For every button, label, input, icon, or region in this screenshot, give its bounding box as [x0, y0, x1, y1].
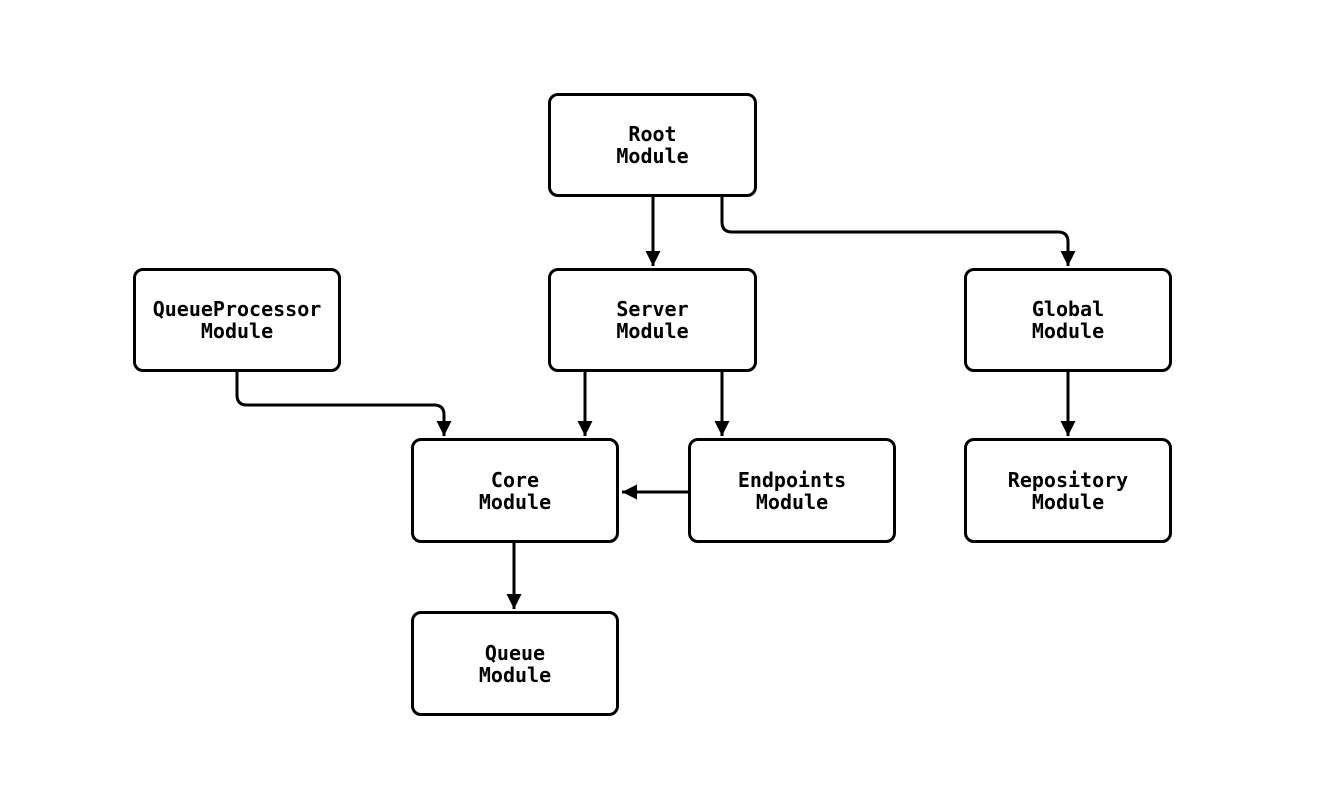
- node-label-line2: Module: [616, 319, 689, 343]
- node-endpoints-module: Endpoints Module: [688, 438, 896, 543]
- node-label-line1: Endpoints: [737, 467, 847, 492]
- node-global-module: Global Module: [964, 268, 1172, 372]
- node-server-module: Server Module: [548, 268, 757, 372]
- node-core-module: Core Module: [411, 438, 619, 543]
- node-label-line2: Module: [200, 319, 274, 343]
- edge-root-to-global: [720, 197, 1076, 266]
- node-label-line1: Global: [1031, 297, 1105, 321]
- node-repository-module: Repository Module: [964, 438, 1172, 543]
- node-label-line1: Root: [628, 122, 677, 146]
- node-label-line1: QueueProcessor: [152, 297, 322, 321]
- node-label-line1: Queue: [484, 640, 546, 665]
- node-label-line2: Module: [478, 662, 552, 687]
- node-root-module: Root Module: [548, 93, 757, 197]
- node-queueprocessor-module: QueueProcessor Module: [133, 268, 341, 372]
- node-queue-module: Queue Module: [411, 611, 619, 716]
- node-label-line1: Repository: [1007, 467, 1129, 492]
- edge-queueprocessor-to-core: [235, 372, 452, 436]
- node-label-line2: Module: [616, 144, 689, 168]
- node-label-line2: Module: [1031, 489, 1105, 514]
- node-label-line2: Module: [755, 489, 829, 514]
- node-label-line1: Server: [616, 297, 689, 321]
- node-label-line2: Module: [478, 489, 552, 514]
- node-label-line2: Module: [1031, 319, 1105, 343]
- node-label-line1: Core: [490, 467, 540, 492]
